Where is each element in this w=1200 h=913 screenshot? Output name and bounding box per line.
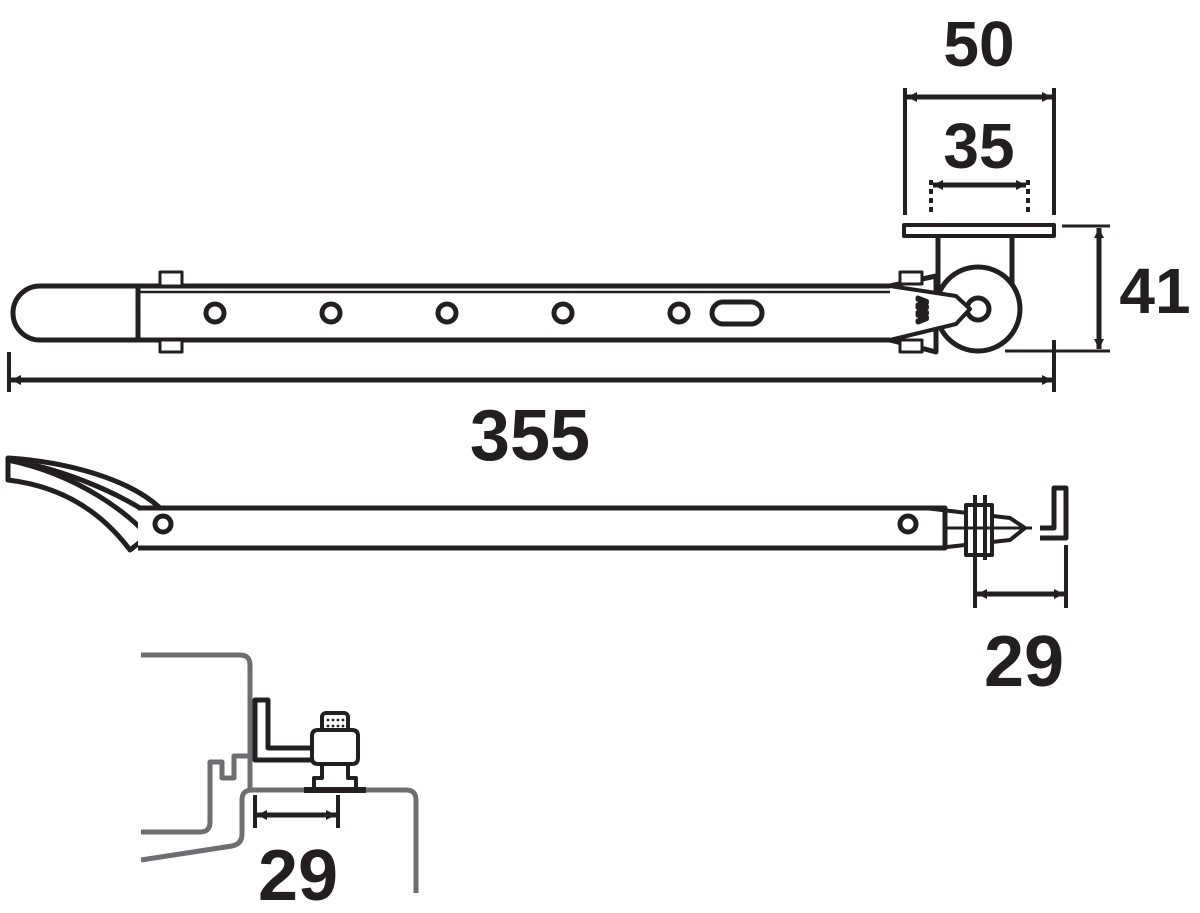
clip-tab-right-bottom — [898, 338, 924, 354]
dim-355-label: 355 — [470, 396, 590, 476]
dimension-29-installed — [253, 795, 340, 828]
stay-top-view: AXA — [10, 223, 1056, 355]
dim-50-label: 50 — [943, 8, 1014, 80]
dimension-35 — [929, 180, 1030, 216]
adjustment-hole — [203, 301, 227, 325]
side-rivet-left — [152, 513, 174, 535]
side-rivet-right — [897, 513, 919, 535]
brand-marking: AXA — [915, 298, 929, 322]
stay-side-view — [5, 455, 1069, 560]
dimension-355 — [7, 340, 1056, 392]
locking-slot — [709, 299, 765, 327]
dimension-50 — [903, 88, 1056, 215]
adjustment-hole — [319, 301, 343, 325]
side-bar-outline — [138, 505, 948, 551]
installed-section — [140, 652, 419, 893]
frame-profile-outer — [141, 652, 253, 835]
bracket-plate — [902, 223, 1056, 238]
side-hook — [1040, 485, 1069, 541]
dim-41-label: 41 — [1119, 255, 1190, 327]
installed-hook — [252, 697, 319, 763]
dimension-29-side — [973, 545, 1068, 608]
keep-pin-shank — [312, 762, 358, 792]
clip-tab-left-top — [158, 270, 184, 288]
dimension-41 — [1005, 224, 1110, 353]
dim-29-installed-label: 29 — [258, 836, 338, 913]
clip-tab-right-top — [898, 270, 924, 286]
adjustment-hole — [435, 301, 459, 325]
dim-29-side-label: 29 — [984, 622, 1064, 702]
dim-35-label: 35 — [943, 110, 1014, 182]
adjustment-hole — [667, 301, 691, 325]
keep-pin-dots — [326, 718, 345, 728]
stay-bar-outline — [10, 273, 939, 355]
adjustment-holes — [203, 301, 691, 325]
adjustment-hole — [551, 301, 575, 325]
clip-tab-left-bottom — [158, 338, 184, 354]
curved-end-body — [5, 457, 151, 553]
frame-profile-inner — [140, 787, 419, 893]
side-pin-body — [964, 503, 994, 557]
keep-pin-collar — [310, 728, 360, 766]
pivot-jaw — [889, 284, 972, 342]
